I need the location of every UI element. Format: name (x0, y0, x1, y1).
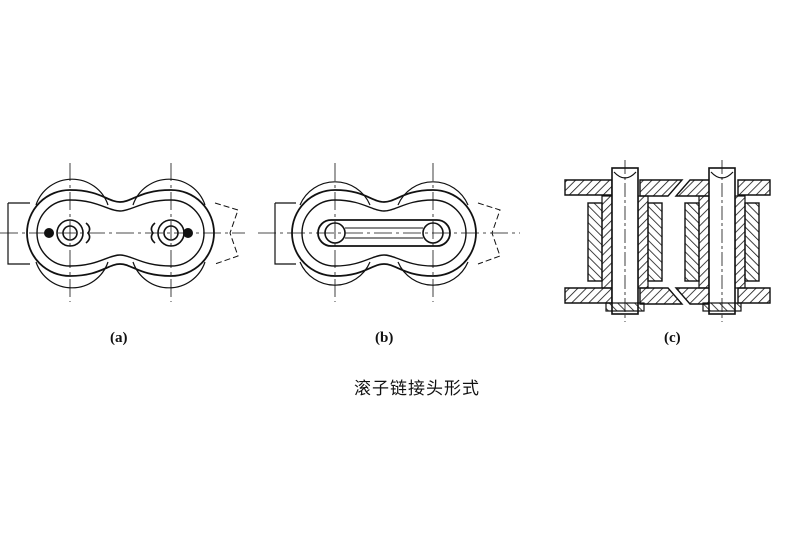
panel-a-outer-plate (26, 189, 215, 277)
panel-b-drawing (258, 163, 520, 302)
panel-a-roller-outline (35, 178, 206, 289)
panel-a-clip-bow-left (85, 222, 91, 244)
panel-c-inner-plate-left-a (587, 202, 603, 282)
panel-c-bottom-plate-left (564, 287, 613, 304)
panel-a-pin-left-inner (62, 225, 78, 241)
panel-c-inner-plate-left-b (647, 202, 663, 282)
panel-a-label: (a) (110, 330, 128, 346)
panel-a-inner-plate (36, 199, 205, 267)
panel-b-pin-left (324, 222, 346, 244)
panel-b-outer-plate (291, 189, 477, 277)
panel-c-bottom-plate-right (737, 287, 771, 304)
panel-c-bushing-right-b (734, 195, 746, 289)
panel-c-label: (c) (664, 330, 681, 346)
panel-a-pin-left-outer (56, 219, 84, 247)
panel-c-bushing-left-b (637, 195, 649, 289)
panel-b-inner-plate (301, 199, 467, 267)
panel-c-inner-plate-right-b (744, 202, 760, 282)
panel-c-cotter-right (702, 302, 742, 312)
panel-c-bottom-plate-cranked (639, 287, 711, 305)
panel-a-clip-end-right (183, 228, 193, 238)
panel-c-inner-plate-right-a (684, 202, 700, 282)
panel-c-top-plate-left (564, 179, 613, 196)
panel-c-bushing-right-a (698, 195, 710, 289)
panel-b-cotter-pin (317, 219, 451, 247)
panel-b-roller-outline (299, 181, 469, 286)
panel-c-cotter-left (605, 302, 645, 312)
panel-a-clip-end-left (44, 228, 54, 238)
panel-a-drawing (0, 163, 245, 302)
panel-c-top-plate-cranked (639, 179, 711, 197)
panel-a-clip-bow-right (150, 222, 156, 244)
panel-b-pin-right (422, 222, 444, 244)
panel-b-label: (b) (375, 330, 394, 346)
panel-b-adjacent-link-right (477, 202, 501, 265)
panel-a-pin-right-inner (163, 225, 179, 241)
panel-a-adjacent-link-right (214, 202, 239, 265)
panel-a-adjacent-link-left (7, 202, 30, 265)
panel-c-bushing-left-a (601, 195, 613, 289)
figure-caption: 滚子链接头形式 (354, 379, 480, 399)
panel-b-adjacent-link-left (274, 202, 296, 265)
panel-c-top-plate-right (737, 179, 771, 196)
panel-c-drawing (564, 160, 771, 322)
